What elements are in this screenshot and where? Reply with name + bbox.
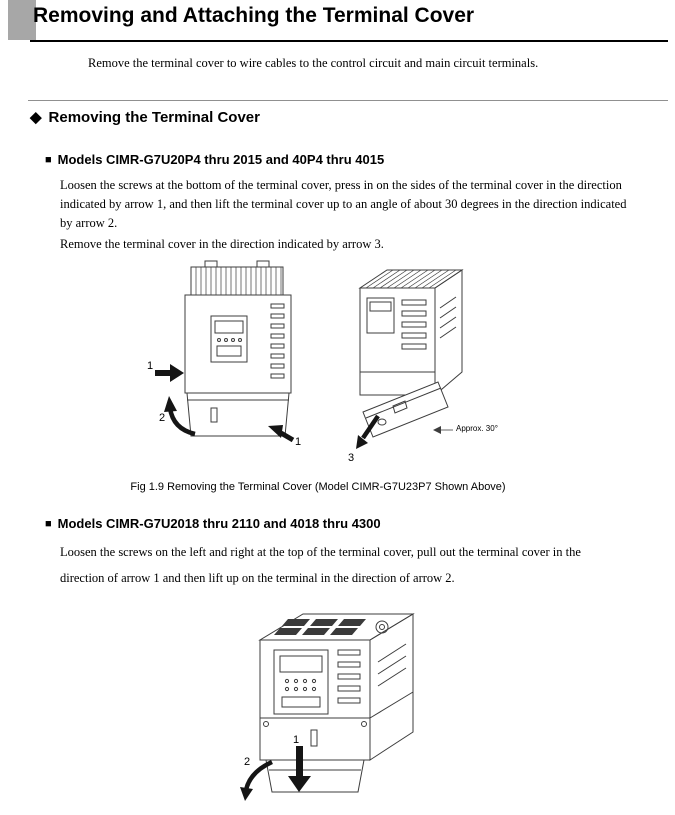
subsection1-heading: ■ Models CIMR-G7U20P4 thru 2015 and 40P4 … <box>45 152 384 167</box>
title-underline <box>30 40 668 42</box>
subsection2-heading: ■ Models CIMR-G7U2018 thru 2110 and 4018 … <box>45 516 381 531</box>
intro-paragraph: Remove the terminal cover to wire cables… <box>88 56 539 70</box>
arrow-1-pull-icon <box>288 746 311 792</box>
section-divider-line <box>28 100 668 101</box>
figure1-line-art <box>155 260 464 449</box>
large-drive-drawing <box>258 613 415 793</box>
arrow-3-remove-icon <box>356 414 380 449</box>
page-title: Removing and Attaching the Terminal Cove… <box>33 4 475 27</box>
figure2-arrow2-label: 2 <box>244 756 251 768</box>
subsection1-paragraph-1: Loosen the screws at the bottom of the t… <box>60 178 627 230</box>
subsection2-paragraph-1: Loosen the screws on the left and right … <box>60 545 581 585</box>
arrow-1-press-right-icon <box>268 425 295 443</box>
subsection2-title: Models CIMR-G7U2018 thru 2110 and 4018 t… <box>57 516 381 531</box>
arrow-1-press-left-icon <box>155 364 184 382</box>
figure1-arrow3-label: 3 <box>348 452 355 464</box>
figure1-caption: Fig 1.9 Removing the Terminal Cover (Mod… <box>130 481 506 493</box>
figure1-arrow2-label: 2 <box>159 412 166 424</box>
figure2-line-art <box>240 613 415 801</box>
diamond-bullet-icon: ◆ <box>30 109 42 126</box>
subsection1-title: Models CIMR-G7U20P4 thru 2015 and 40P4 t… <box>57 152 385 167</box>
corner-decoration <box>8 0 36 40</box>
square-bullet-icon: ■ <box>45 518 52 530</box>
arrow-2-lift-icon <box>164 396 196 437</box>
subsection1-paragraph-2: Remove the terminal cover in the directi… <box>60 237 384 251</box>
section-title: Removing the Terminal Cover <box>48 109 260 126</box>
figure1-arrow1-bottom-label: 1 <box>295 436 302 448</box>
arrow-2-lift-icon <box>240 759 273 801</box>
figure2-arrow1-label: 1 <box>293 734 300 746</box>
figure2-large-drive-cover-removal: 1 2 <box>230 600 440 815</box>
figure1-arrow1-side-label: 1 <box>147 360 154 372</box>
section-heading: ◆ Removing the Terminal Cover <box>30 108 260 126</box>
drive-front-view-drawing <box>184 260 292 437</box>
square-bullet-icon: ■ <box>45 154 52 166</box>
figure1-terminal-cover-removal: 1 2 1 3 Approx. 30° <box>135 260 535 476</box>
figure1-angle-label: Approx. 30° <box>456 424 498 433</box>
drive-tilted-cover-drawing <box>358 269 464 438</box>
angle-indicator <box>433 426 453 434</box>
top-vent-slots <box>274 619 366 635</box>
